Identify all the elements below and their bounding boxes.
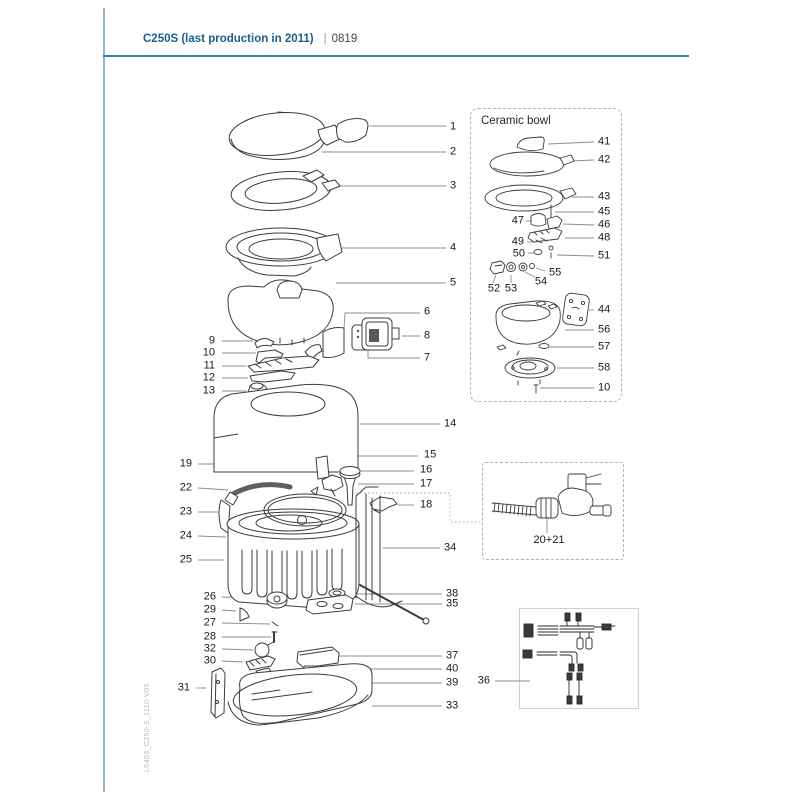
callout-41: 41	[598, 135, 611, 148]
part-33-base-tray	[227, 663, 373, 726]
part-4-bowl-top	[225, 227, 343, 277]
part-6-sheet	[322, 327, 345, 358]
page-header: C250S (last production in 2011) | 0819	[143, 33, 357, 45]
callout-1: 1	[450, 120, 457, 133]
callout-9: 9	[208, 334, 215, 347]
header-code: 0819	[331, 33, 358, 45]
callout-39: 39	[446, 676, 459, 689]
pump-inset-box	[482, 462, 624, 560]
callout-46: 46	[598, 218, 611, 231]
part-34-frame	[355, 486, 430, 625]
part-7-button-frame	[351, 324, 374, 351]
part-40-latch	[303, 665, 317, 673]
part-35-plate	[305, 594, 354, 615]
callout-12: 12	[202, 371, 215, 384]
part-5-base-shell	[227, 279, 334, 346]
callout-26: 26	[203, 590, 216, 603]
callout-31: 31	[177, 681, 190, 694]
callout-10: 10	[598, 381, 611, 394]
part-3-seat	[230, 169, 341, 211]
callout-29: 29	[203, 603, 216, 616]
callout-3: 3	[450, 179, 457, 192]
callout-35: 35	[446, 597, 459, 610]
callout-23: 23	[179, 505, 192, 518]
callout-55: 55	[549, 266, 562, 279]
callout-17: 17	[420, 477, 433, 490]
callout-34: 34	[444, 541, 457, 554]
callout-10: 10	[202, 346, 215, 359]
part-37-lid	[296, 646, 340, 669]
callout-50: 50	[512, 247, 525, 260]
page-title: C250S (last production in 2011)	[143, 33, 314, 45]
callout-15: 15	[424, 448, 437, 461]
callout-13: 13	[202, 384, 215, 397]
part-19-vent-pipe	[315, 455, 330, 480]
ceramic-bowl-title: Ceramic bowl	[481, 115, 551, 127]
callout-11: 11	[203, 359, 215, 372]
callout-45: 45	[598, 205, 611, 218]
part-14-upper-housing	[213, 383, 359, 473]
callout-44: 44	[598, 303, 611, 316]
part-24-strip	[228, 530, 254, 542]
part-18-clamp	[369, 496, 398, 514]
callout-30: 30	[203, 654, 216, 667]
callout-40: 40	[446, 662, 459, 675]
left-accent-line	[103, 8, 105, 792]
part-38-grommet	[328, 588, 346, 598]
callout-19: 19	[179, 457, 192, 470]
callout-37: 37	[446, 649, 459, 662]
hose-loop	[263, 488, 347, 527]
pump-inset-label: 20+21	[533, 534, 565, 546]
dotted-connector-line	[356, 492, 482, 523]
callout-8: 8	[424, 329, 431, 342]
callout-4: 4	[450, 241, 457, 254]
header-separator: |	[323, 33, 327, 45]
callout-36: 36	[477, 674, 490, 687]
callout-33: 33	[446, 699, 459, 712]
callout-5: 5	[450, 276, 457, 289]
wiring-inset-box	[519, 608, 639, 709]
callout-24: 24	[179, 529, 192, 542]
callout-2: 2	[450, 145, 457, 158]
callout-52: 52	[487, 282, 501, 295]
callout-42: 42	[598, 153, 611, 166]
part-22-hose	[224, 482, 293, 506]
part-31-bracket	[210, 667, 226, 719]
part-23-bracket	[218, 499, 231, 534]
callout-38: 38	[446, 587, 459, 600]
callout-53: 53	[504, 282, 518, 295]
callout-43: 43	[598, 190, 611, 203]
ceramic-bowl-inset-box	[470, 108, 622, 402]
callout-7: 7	[424, 351, 431, 364]
callout-6: 6	[424, 305, 431, 318]
parts-26-32-small-fittings	[239, 591, 288, 676]
callout-51: 51	[598, 249, 611, 262]
callout-58: 58	[598, 361, 611, 374]
parts-9-13-hinge-mechanism	[247, 338, 323, 400]
part-25-waste-tank	[226, 508, 360, 609]
callout-32: 32	[203, 642, 216, 655]
part-1-2-lid	[228, 111, 369, 160]
callout-47: 47	[511, 214, 524, 227]
parts-15-16-17-flush-funnel	[310, 466, 361, 506]
callout-27: 27	[203, 616, 216, 629]
callout-28: 28	[203, 630, 216, 643]
callout-16: 16	[420, 463, 433, 476]
part-8-control-panel	[361, 317, 400, 351]
document-code-vertical: L6403_C250-S_1110-V05	[144, 683, 151, 772]
header-rule	[103, 55, 689, 57]
callout-57: 57	[598, 340, 611, 353]
callout-18: 18	[420, 498, 433, 511]
part-39-mechanism	[289, 673, 317, 690]
callout-49: 49	[511, 235, 524, 248]
callout-54: 54	[534, 275, 548, 288]
callout-22: 22	[179, 481, 192, 494]
callout-48: 48	[598, 231, 611, 244]
callout-25: 25	[179, 553, 192, 566]
callout-14: 14	[444, 417, 457, 430]
callout-56: 56	[598, 323, 611, 336]
